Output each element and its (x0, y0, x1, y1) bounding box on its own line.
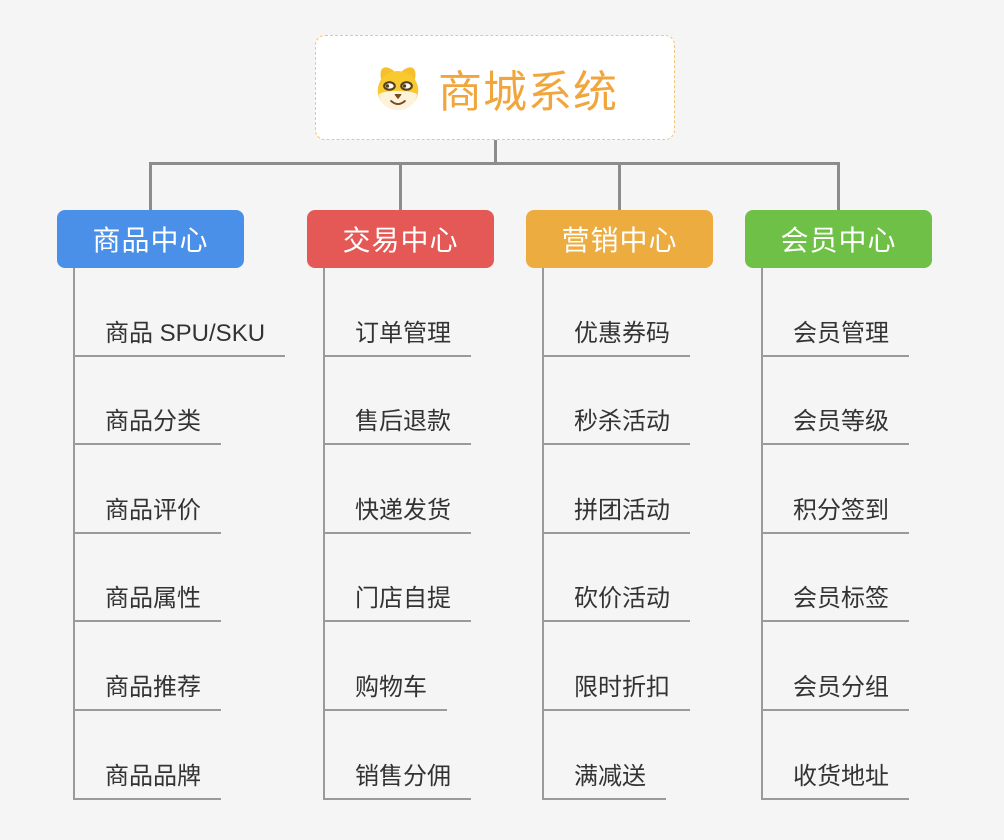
subtopic-marketing-center-1[interactable]: 秒杀活动 (544, 357, 690, 446)
subtopic-marketing-center-0[interactable]: 优惠券码 (544, 268, 690, 357)
connector-bus (149, 162, 840, 165)
subtopic-trade-center-0[interactable]: 订单管理 (325, 268, 471, 357)
subtopic-member-center-4[interactable]: 会员分组 (763, 622, 909, 711)
subtopic-product-center-3[interactable]: 商品属性 (75, 534, 221, 623)
subtopic-member-center-5[interactable]: 收货地址 (763, 711, 909, 800)
subtopic-trade-center-5[interactable]: 销售分佣 (325, 711, 471, 800)
subtopic-member-center-0[interactable]: 会员管理 (763, 268, 909, 357)
root-topic[interactable]: 商城系统 (315, 35, 675, 140)
subtopic-product-center-0[interactable]: 商品 SPU/SKU (75, 268, 286, 357)
branch-topic-product-center[interactable]: 商品中心 (57, 210, 244, 268)
subtopic-trade-center-1[interactable]: 售后退款 (325, 357, 471, 446)
dog-face-icon (377, 66, 419, 110)
branch-topic-trade-center[interactable]: 交易中心 (307, 210, 494, 268)
subtopic-marketing-center-4[interactable]: 限时折扣 (544, 622, 690, 711)
subtopic-trade-center-2[interactable]: 快递发货 (325, 445, 471, 534)
root-topic-title: 商城系统 (438, 67, 618, 117)
subtopic-trade-center-4[interactable]: 购物车 (325, 622, 447, 711)
connector-root-stem (493, 140, 497, 165)
connector-drop-product-center (149, 162, 152, 210)
subtopic-product-center-4[interactable]: 商品推荐 (75, 622, 221, 711)
subtopic-member-center-2[interactable]: 积分签到 (763, 445, 909, 534)
connector-drop-member-center (837, 162, 840, 210)
subtopic-product-center-2[interactable]: 商品评价 (75, 445, 221, 534)
branch-topic-member-center[interactable]: 会员中心 (745, 210, 932, 268)
connector-drop-marketing-center (618, 162, 621, 210)
subtopic-marketing-center-3[interactable]: 砍价活动 (544, 534, 690, 623)
connector-drop-trade-center (399, 162, 402, 210)
subtopic-product-center-5[interactable]: 商品品牌 (75, 711, 221, 800)
subtopic-member-center-3[interactable]: 会员标签 (763, 534, 909, 623)
branch-topic-marketing-center[interactable]: 营销中心 (526, 210, 713, 268)
subtopic-marketing-center-5[interactable]: 满减送 (544, 711, 666, 800)
subtopic-trade-center-3[interactable]: 门店自提 (325, 534, 471, 623)
subtopic-marketing-center-2[interactable]: 拼团活动 (544, 445, 690, 534)
subtopic-product-center-1[interactable]: 商品分类 (75, 357, 221, 446)
branch-column-trade-center: 订单管理售后退款快递发货门店自提购物车销售分佣 (323, 268, 471, 800)
branch-column-marketing-center: 优惠券码秒杀活动拼团活动砍价活动限时折扣满减送 (542, 268, 690, 800)
subtopic-member-center-1[interactable]: 会员等级 (763, 357, 909, 446)
branch-column-member-center: 会员管理会员等级积分签到会员标签会员分组收货地址 (761, 268, 909, 800)
